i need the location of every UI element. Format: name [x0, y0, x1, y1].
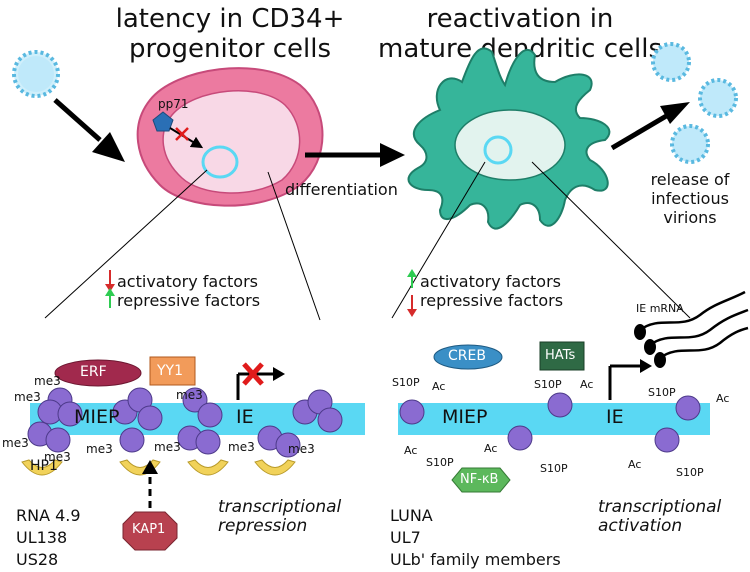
latency-title: latency in CD34+ progenitor cells [60, 4, 400, 64]
released-virion-icon [670, 124, 710, 164]
released-virion-icon [698, 78, 738, 118]
dendritic-cell-icon [407, 47, 611, 230]
s10p-mark: S10P [426, 456, 454, 469]
creb-label: CREB [448, 348, 486, 364]
latency-activatory-factors-label: activatory factors [117, 272, 258, 291]
pp71-block-arrow-icon [169, 127, 204, 149]
release-label: release of infectious virions [640, 170, 740, 227]
reactivation-repressive-factors-label: repressive factors [420, 291, 564, 310]
released-virion-icon [651, 42, 691, 82]
release-line1: release of [650, 170, 730, 189]
erf-protein-icon [54, 359, 142, 387]
kap1-protein-icon [122, 511, 178, 551]
pp71-protein-icon [152, 111, 174, 132]
ac-mark: Ac [404, 444, 418, 457]
reactivation-gene-list: LUNA UL7 ULb' family members [390, 505, 561, 571]
s10p-mark: S10P [648, 386, 676, 399]
ac-mark: Ac [580, 378, 594, 391]
latency-ie-label: IE [236, 406, 254, 428]
hats-label: HATs [545, 348, 576, 363]
reactivation-ie-tss-arrow-icon [608, 359, 652, 400]
erf-label: ERF [80, 364, 107, 380]
cd34-cell-icon [136, 67, 324, 207]
reactivation-repressive-down-arrow-icon [407, 295, 417, 317]
me3-mark: me3 [44, 450, 71, 464]
reactivation-gene-item: UL7 [390, 528, 421, 547]
me3-mark: me3 [288, 442, 315, 456]
ie-mrna-icon [639, 290, 749, 360]
ac-mark: Ac [628, 458, 642, 471]
hp1-label: HP1 [30, 458, 58, 474]
reactivation-ie-label: IE [606, 406, 624, 428]
latency-miep-label: MIEP [74, 406, 120, 428]
ac-mark: Ac [716, 392, 730, 405]
latency-gene-item: RNA 4.9 [16, 506, 81, 525]
s10p-mark: S10P [534, 378, 562, 391]
latency-gene-list: RNA 4.9 UL138 US28 [16, 505, 81, 571]
kap1-label: KAP1 [132, 522, 166, 537]
latency-nucleosomes [27, 387, 343, 458]
nfkb-protein-icon [451, 467, 511, 493]
kap1-dashed-arrow-icon [142, 460, 158, 508]
reactivation-activatory-up-arrow-icon [407, 269, 417, 288]
hp1-protein-icon [21, 459, 296, 476]
reactivation-outcome-label: transcriptional activation [598, 498, 721, 536]
latency-outcome-label: transcriptional repression [218, 498, 341, 536]
reactivation-title-line1: reactivation in [426, 4, 614, 34]
s10p-mark: S10P [676, 466, 704, 479]
hats-protein-icon [539, 341, 585, 371]
ie-mrna-label: IE mRNA [636, 302, 684, 315]
me3-mark: me3 [14, 390, 41, 404]
release-line2: infectious [651, 189, 729, 208]
me3-mark: me3 [34, 374, 61, 388]
ac-mark: Ac [432, 380, 446, 393]
reactivation-outcome-line1: transcriptional [598, 497, 722, 517]
latency-title-line1: latency in CD34+ [115, 4, 345, 34]
latency-outcome-line2: repression [218, 516, 308, 536]
latency-ie-tss-arrow-icon [236, 367, 285, 400]
latency-title-line2: progenitor cells [128, 34, 332, 64]
pp71-label: pp71 [158, 97, 189, 111]
differentiation-arrow-icon [305, 143, 405, 167]
latency-gene-item: US28 [16, 550, 59, 569]
incoming-virion-icon [12, 50, 60, 98]
reactivation-gene-item: ULb' family members [390, 550, 561, 569]
differentiation-label: differentiation [285, 180, 398, 199]
latency-repressive-up-arrow-icon [105, 288, 115, 308]
reactivation-nucleosomes [399, 392, 701, 453]
reactivation-title: reactivation in mature dendritic cells [350, 4, 690, 64]
me3-mark: me3 [2, 436, 29, 450]
nfkb-label: NF-κB [460, 472, 499, 487]
reactivation-outcome-line2: activation [598, 516, 683, 536]
ac-mark: Ac [484, 442, 498, 455]
s10p-mark: S10P [392, 376, 420, 389]
reactivation-miep-label: MIEP [442, 406, 488, 428]
me3-mark: me3 [176, 388, 203, 402]
me3-mark: me3 [228, 440, 255, 454]
me3-mark: me3 [154, 440, 181, 454]
latency-outcome-line1: transcriptional [218, 497, 342, 517]
ie-mrna-caps [634, 324, 666, 368]
latency-block-x-icon [242, 362, 264, 386]
latency-repressive-factors-label: repressive factors [117, 291, 261, 310]
infection-arrow-icon [53, 98, 125, 162]
creb-protein-icon [433, 344, 503, 370]
yy1-protein-icon [149, 356, 196, 386]
me3-mark: me3 [86, 442, 113, 456]
release-line3: virions [663, 208, 717, 227]
reactivation-activatory-factors-label: activatory factors [420, 272, 561, 291]
zoom-lines [44, 161, 691, 321]
latency-gene-item: UL138 [16, 528, 68, 547]
yy1-label: YY1 [157, 363, 184, 379]
release-arrow-icon [610, 102, 690, 151]
s10p-mark: S10P [540, 462, 568, 475]
reactivation-gene-item: LUNA [390, 506, 433, 525]
